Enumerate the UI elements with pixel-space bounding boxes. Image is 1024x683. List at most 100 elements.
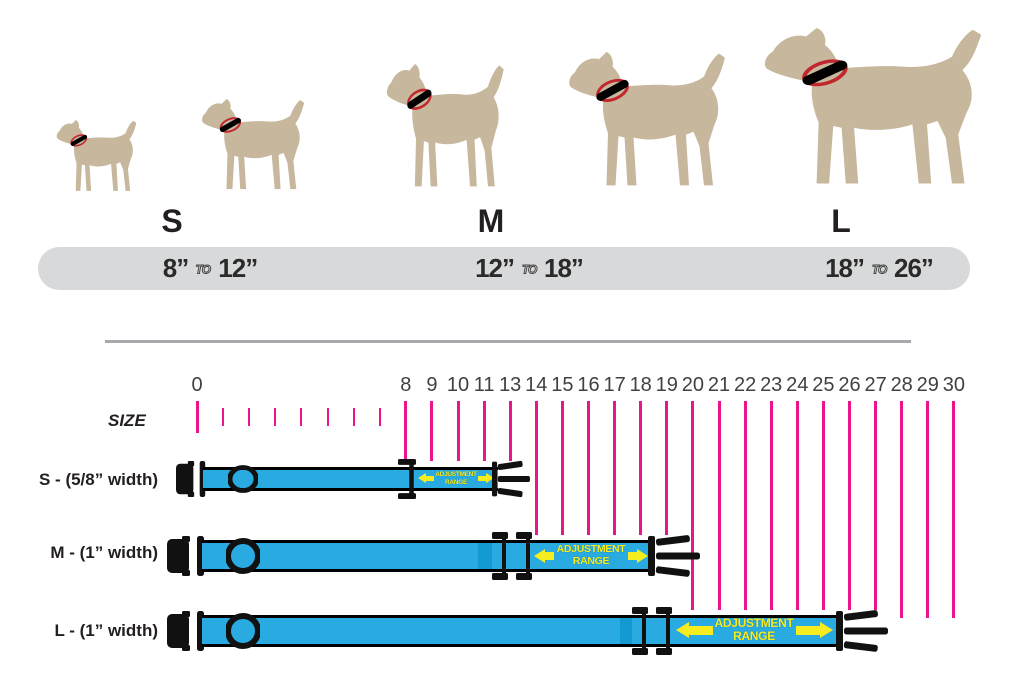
ruler-tick [587, 401, 590, 535]
row-label-l: L - (1” width) [54, 621, 158, 640]
range-from: 8” [162, 253, 189, 283]
strap-overlap [620, 618, 632, 644]
size-range-large: 18” TO 26” [825, 247, 934, 290]
clasp-icon [492, 460, 530, 498]
ruler-tick [248, 408, 251, 426]
adjustment-arrow-right [628, 549, 648, 563]
ruler-tick [222, 408, 225, 426]
ruler-tick [195, 401, 199, 433]
to-glyph: TO [871, 262, 889, 277]
ruler-tick-label: 19 [655, 374, 678, 396]
ruler-tick [613, 401, 617, 535]
ruler-tick [952, 401, 956, 618]
ruler-tick-label: 10 [446, 374, 470, 396]
ruler-tick [691, 401, 695, 610]
ruler-tick-label: 20 [681, 374, 705, 396]
size-axis-label: SIZE [108, 411, 146, 430]
strap-overlap [478, 543, 492, 569]
range-to: 12” [218, 253, 258, 283]
slider-icon [632, 607, 648, 655]
ruler-tick [900, 401, 904, 618]
size-range-small: 8” TO 12” [162, 247, 258, 290]
to-glyph: TO [521, 262, 539, 277]
row-label-s: S - (5/8” width) [39, 470, 158, 489]
slider-icon [492, 532, 508, 580]
collar-strap-m [202, 540, 652, 572]
adjustment-range-label: ADJUSTMENT RANGE [435, 471, 477, 486]
dog-silhouette-medium [380, 64, 515, 197]
ruler-tick [848, 401, 851, 610]
ruler-tick [508, 401, 512, 461]
buckle-icon [167, 536, 204, 576]
dog-silhouette-xlarge [752, 28, 1002, 197]
row-label-m: M - (1” width) [50, 543, 158, 562]
range-from: 18” [825, 253, 865, 283]
buckle-icon [167, 611, 204, 651]
ruler-tick-label: 9 [426, 374, 438, 396]
to-glyph: TO [196, 262, 214, 277]
ruler-tick [639, 401, 643, 535]
ruler-tick [404, 401, 408, 461]
adjustment-range-label: ADJUSTMENT RANGE [556, 543, 626, 567]
ruler-tick [665, 401, 669, 535]
ruler-tick-label: 8 [400, 374, 412, 396]
ruler-tick [352, 408, 355, 426]
adjustment-arrow-right [478, 473, 494, 483]
size-range-bar: 8” TO 12” 12” TO 18” 18” TO 26” [38, 247, 970, 290]
ruler-tick-label: 11 [473, 374, 495, 396]
ruler-tick [795, 401, 799, 610]
d-ring-icon [228, 462, 258, 496]
size-letter-m: M [477, 203, 505, 239]
ruler-tick [378, 408, 381, 426]
ruler-tick-label: 16 [577, 374, 600, 396]
size-letter-s: S [161, 203, 183, 239]
ruler-tick-label: 30 [942, 374, 966, 396]
slider-icon [398, 459, 416, 499]
ruler-tick-label: 17 [603, 374, 626, 396]
ruler-tick [326, 408, 329, 426]
ruler-tick [874, 401, 878, 610]
clasp-icon [648, 534, 700, 578]
svg-text:TO: TO [872, 262, 888, 276]
size-range-medium: 12” TO 18” [475, 247, 584, 290]
d-ring-icon [226, 534, 260, 578]
ruler-tick-label: 22 [733, 374, 757, 396]
ruler-tick [430, 401, 434, 461]
dog-silhouette-large [560, 52, 740, 197]
range-to: 18” [544, 253, 584, 283]
ruler-tick-label: 0 [191, 374, 203, 396]
ruler-tick-label: 26 [838, 374, 861, 396]
ruler-tick [300, 408, 303, 426]
size-letter-l: L [831, 203, 851, 239]
ruler-tick [926, 401, 930, 618]
dog-silhouette-xsmall [52, 120, 144, 197]
ruler-tick-label: 24 [786, 374, 809, 396]
ruler-tick [456, 401, 460, 461]
ruler-tick-label: 27 [864, 374, 887, 396]
adjustment-arrow-left [534, 549, 554, 563]
buckle-icon [176, 461, 206, 497]
ruler-tick-label: 15 [551, 374, 574, 396]
d-ring-icon [226, 609, 260, 653]
section-divider [105, 340, 911, 343]
range-to: 26” [894, 253, 934, 283]
ruler-tick [743, 401, 747, 610]
ruler-tick-label: 25 [812, 374, 835, 396]
ruler-tick [534, 401, 538, 535]
collar-strap-l [202, 615, 840, 647]
ruler-tick [482, 401, 486, 461]
ruler-tick-label: 28 [890, 374, 913, 396]
ruler-tick-label: 21 [707, 374, 731, 396]
ruler-tick [769, 401, 773, 610]
slider-icon [656, 607, 672, 655]
adjustment-arrow-right [796, 622, 833, 638]
ruler-tick [717, 401, 721, 610]
ruler-tick-label: 14 [525, 374, 548, 396]
ruler-tick-label: 29 [916, 374, 939, 396]
ruler-tick-label: 13 [499, 374, 522, 396]
adjustment-arrow-left [418, 473, 434, 483]
ruler-tick-label: 18 [629, 374, 652, 396]
ruler-tick [560, 401, 564, 535]
ruler-tick [274, 408, 277, 426]
